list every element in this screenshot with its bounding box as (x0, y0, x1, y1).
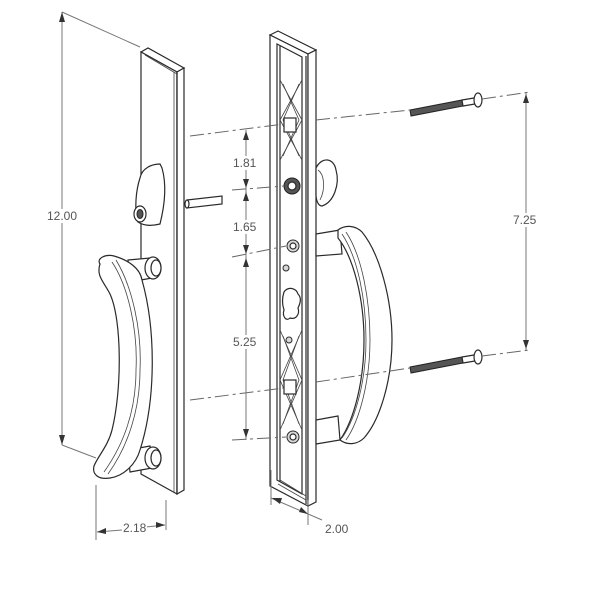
key-cylinder (133, 163, 166, 226)
center-lines (189, 91, 531, 441)
label-overall-height: 12.00 (46, 209, 79, 223)
label-top-screw-to-cylinder: 1.81 (232, 156, 258, 170)
exterior-handle (93, 254, 162, 479)
thumb-turn (315, 159, 338, 207)
dimension-chain-center (243, 130, 249, 440)
screw-bottom (409, 349, 483, 374)
dimension-interior-width (270, 470, 323, 525)
label-handle-post-spacing: 5.25 (232, 335, 258, 349)
screw-top (409, 92, 483, 117)
spindle (184, 195, 223, 209)
interior-plate (268, 30, 318, 507)
dimension-overall-height (59, 11, 141, 459)
label-cylinder-to-handle-post: 1.65 (232, 220, 258, 234)
label-interior-width: 2.00 (324, 522, 350, 536)
exterior-plate (139, 47, 186, 496)
label-screw-spacing: 7.25 (512, 213, 538, 227)
dimension-exterior-width (95, 485, 167, 540)
interior-handle (315, 225, 393, 445)
label-exterior-width: 2.18 (122, 521, 148, 535)
